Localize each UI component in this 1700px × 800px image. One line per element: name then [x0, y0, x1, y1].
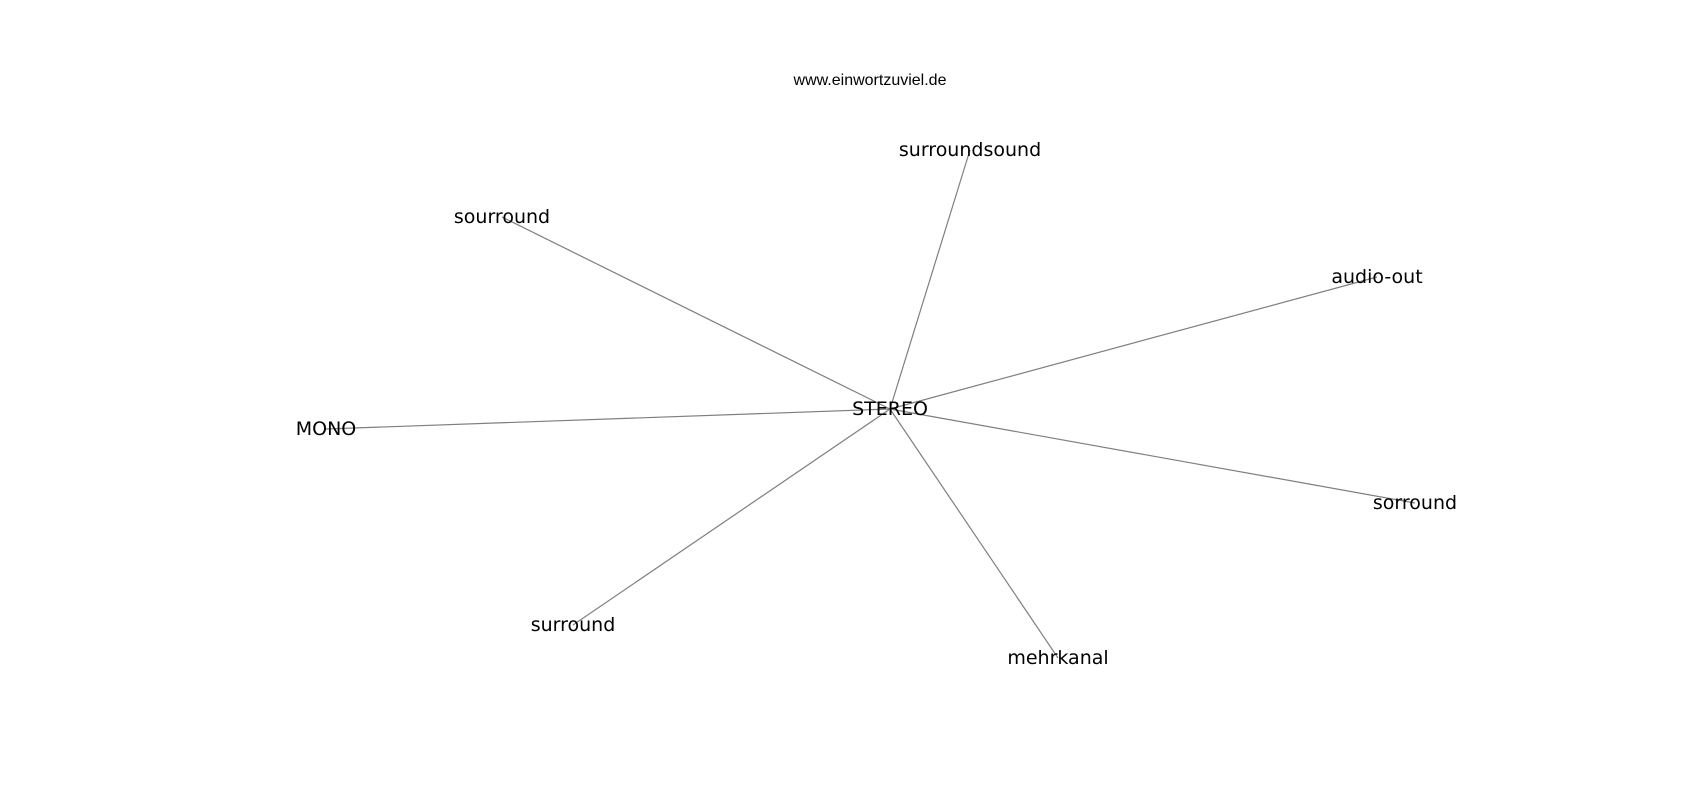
node-label-sourround: sourround — [454, 206, 550, 228]
edge-stereo-mehrkanal — [889, 408, 1059, 659]
label-group: STEREO surroundsound sourround audio-outMON… — [296, 139, 1457, 669]
node-center-label: STEREO — [852, 398, 928, 420]
node-label-mehrkanal: mehrkanal — [1007, 647, 1108, 669]
edge-stereo-audio-out — [889, 276, 1378, 410]
edge-stereo-surround — [572, 408, 891, 626]
site-url-label: www.einwortzuviel.de — [793, 72, 947, 89]
node-label-audio-out: audio-out — [1331, 266, 1422, 288]
node-label-sorround: sorround — [1373, 492, 1457, 514]
node-label-mono: MONO — [296, 418, 357, 440]
edge-stereo-sorround — [889, 408, 1416, 504]
node-label-surround: surround — [531, 614, 616, 636]
edge-stereo-surroundsound — [889, 149, 971, 410]
node-label-surroundsound: surroundsound — [899, 139, 1041, 161]
edge-stereo-mono — [325, 408, 891, 430]
edge-group — [325, 149, 1416, 659]
edge-stereo-sourround — [501, 216, 891, 410]
